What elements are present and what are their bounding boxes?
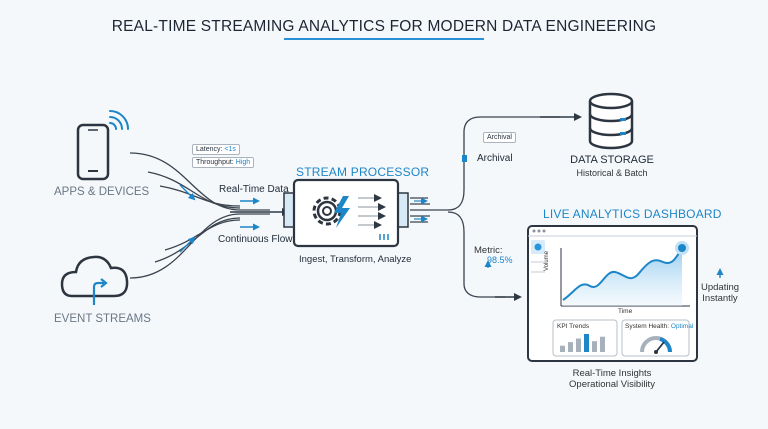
metric-value: 98.5% bbox=[487, 255, 513, 265]
stream-processor-title: STREAM PROCESSOR bbox=[296, 165, 430, 179]
archival-label: Archival bbox=[477, 153, 513, 164]
apps-devices-label: APPS & DEVICES bbox=[54, 186, 150, 198]
cloud-upload-icon bbox=[60, 255, 129, 305]
stream-processor-caption: Ingest, Transform, Analyze bbox=[299, 254, 412, 265]
data-storage-title: DATA STORAGE bbox=[570, 154, 654, 166]
dashboard-title: LIVE ANALYTICS DASHBOARD bbox=[543, 207, 722, 221]
chart-y-axis-label: Volume bbox=[544, 250, 550, 271]
upper-diagonal-arrow bbox=[179, 184, 196, 201]
system-health-label: System Health: Optimal bbox=[625, 323, 694, 330]
archival-marker bbox=[462, 155, 467, 162]
phone-icon bbox=[76, 123, 110, 181]
title-underline bbox=[284, 38, 484, 40]
kpi-bar bbox=[600, 336, 605, 352]
line-chart bbox=[560, 241, 690, 307]
data-storage-subtitle: Historical & Batch bbox=[576, 168, 648, 178]
realtime-data-label: Real-Time Data bbox=[219, 184, 289, 195]
throughput-badge: Throughput: High bbox=[192, 157, 255, 168]
lower-diagonal-arrow bbox=[179, 236, 196, 253]
database-status-dots bbox=[620, 118, 626, 135]
event-streams-label: EVENT STREAMS bbox=[54, 313, 151, 325]
wireless-signal-icon bbox=[109, 110, 129, 130]
metric-label: Metric: bbox=[474, 245, 503, 256]
insights-caption: Real-Time Insights Operational Visibilit… bbox=[569, 368, 655, 390]
gauge-icon bbox=[640, 336, 672, 354]
diagram-title: REAL-TIME STREAMING ANALYTICS FOR MODERN… bbox=[111, 18, 657, 35]
updating-instantly-label: Updating Instantly bbox=[700, 282, 740, 304]
kpi-bar bbox=[560, 345, 565, 352]
kpi-bars bbox=[560, 334, 605, 352]
archival-box-label: Archival bbox=[483, 132, 516, 143]
database-icon bbox=[588, 92, 634, 150]
kpi-bar bbox=[576, 338, 581, 352]
processor-bars-icon bbox=[379, 234, 389, 240]
kpi-trends-label: KPI Trends bbox=[557, 323, 590, 330]
kpi-bar bbox=[592, 341, 597, 352]
processor-internal-arrows bbox=[358, 194, 386, 229]
output-flow-lines bbox=[410, 116, 560, 298]
chart-x-axis-label: Time bbox=[618, 308, 633, 315]
input-flow-lines bbox=[129, 152, 270, 279]
continuous-flow-label: Continuous Flow bbox=[218, 234, 293, 245]
kpi-bar bbox=[584, 334, 589, 352]
latency-badge: Latency: <1s bbox=[192, 144, 240, 155]
lightning-icon bbox=[334, 196, 350, 228]
kpi-bar bbox=[568, 342, 573, 352]
